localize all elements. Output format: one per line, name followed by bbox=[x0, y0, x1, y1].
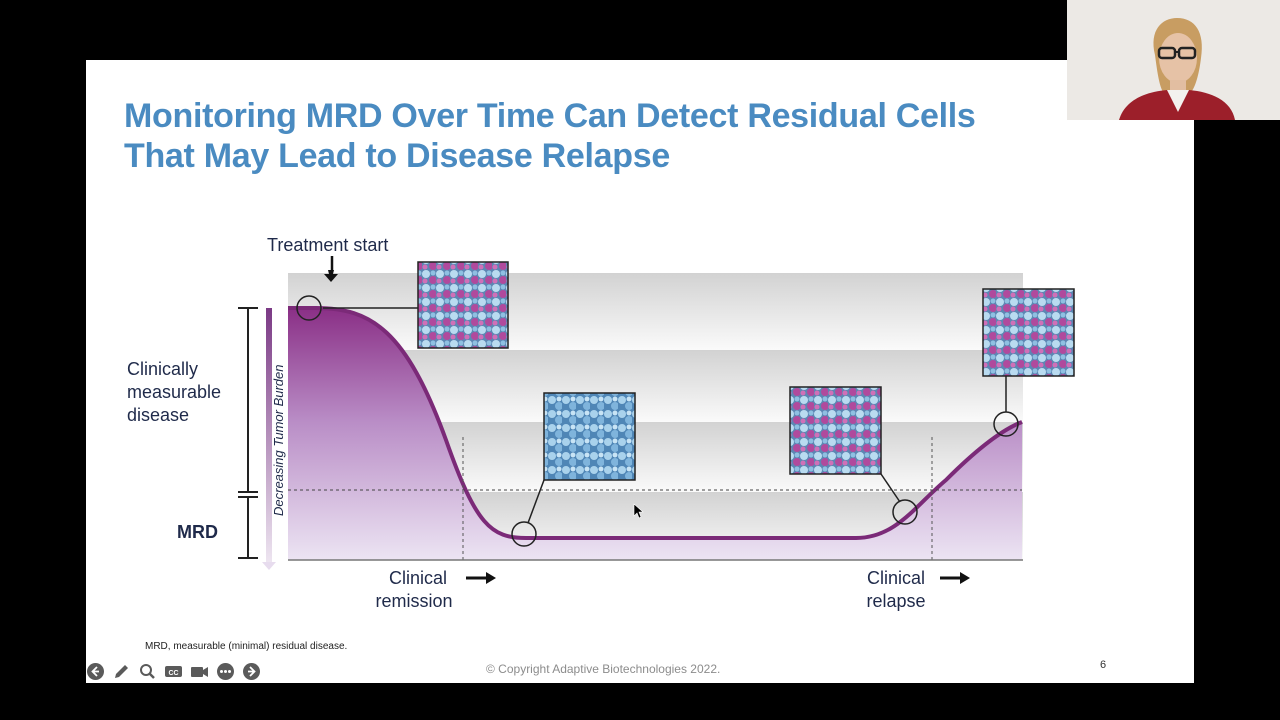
clinical-relapse-line-1: Clinical bbox=[866, 568, 926, 588]
cell-callout-1 bbox=[296, 261, 509, 349]
clinically-measurable-line-2: measurable bbox=[127, 382, 222, 402]
remission-arrow bbox=[466, 572, 496, 584]
treatment-start-label: Treatment start bbox=[267, 235, 389, 255]
treatment-start-arrow bbox=[324, 270, 338, 282]
svg-text:CC: CC bbox=[168, 670, 178, 677]
copyright: © Copyright Adaptive Biotechnologies 202… bbox=[486, 662, 721, 676]
presentation-slide: Monitoring MRD Over Time Can Detect Resi… bbox=[86, 60, 1194, 683]
presenter-webcam bbox=[1067, 0, 1280, 120]
clinical-remission-label: Clinical remission bbox=[372, 567, 456, 613]
mrd-diagram: Decreasing Tumor Burden bbox=[238, 256, 1075, 584]
more-icon[interactable] bbox=[216, 662, 235, 681]
presenter-video bbox=[1067, 0, 1280, 120]
zoom-icon[interactable] bbox=[138, 662, 157, 681]
clinically-measurable-line-3: disease bbox=[127, 405, 190, 425]
measurable-disease-bracket bbox=[238, 307, 258, 559]
clinical-relapse-line-2: relapse bbox=[866, 591, 926, 611]
cell-callout-3 bbox=[789, 386, 918, 525]
cell-callout-4 bbox=[982, 288, 1075, 437]
page-number: 6 bbox=[1100, 659, 1107, 671]
cell-callout-2 bbox=[511, 392, 636, 547]
previous-slide-icon[interactable] bbox=[86, 662, 105, 681]
tumor-burden-area bbox=[288, 308, 1022, 560]
slide-title: Monitoring MRD Over Time Can Detect Resi… bbox=[124, 96, 1104, 176]
slide-title-line-2: That May Lead to Disease Relapse bbox=[124, 137, 670, 175]
next-slide-icon[interactable] bbox=[242, 662, 261, 681]
footnote: MRD, measurable (minimal) residual disea… bbox=[145, 641, 348, 652]
tumor-burden-axis bbox=[262, 308, 276, 570]
camera-icon[interactable] bbox=[190, 662, 209, 681]
clinically-measurable-line-1: Clinically bbox=[127, 359, 199, 379]
relapse-arrow bbox=[940, 572, 970, 584]
slide-title-line-1: Monitoring MRD Over Time Can Detect Resi… bbox=[124, 97, 976, 135]
mrd-label: MRD bbox=[177, 522, 218, 542]
axis-label: Decreasing Tumor Burden bbox=[271, 365, 286, 517]
pen-icon[interactable] bbox=[112, 662, 131, 681]
presentation-toolbar: CC bbox=[86, 660, 261, 682]
clinical-remission-line-2: remission bbox=[375, 591, 453, 611]
mouse-cursor bbox=[633, 503, 644, 519]
captions-icon[interactable]: CC bbox=[164, 662, 183, 681]
tumor-burden-curve bbox=[288, 306, 1023, 540]
clinically-measurable-label: Clinically measurable disease bbox=[127, 358, 221, 427]
clinical-remission-line-1: Clinical bbox=[388, 568, 448, 588]
clinical-relapse-label: Clinical relapse bbox=[856, 567, 936, 613]
